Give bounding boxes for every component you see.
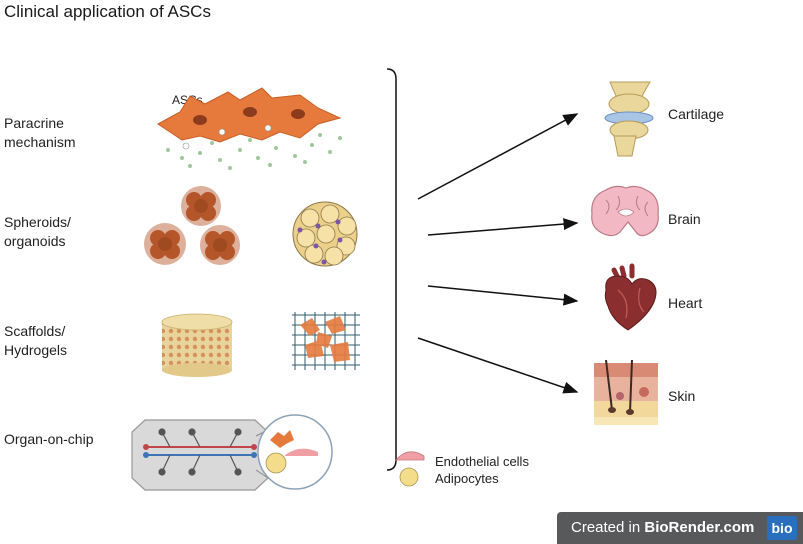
organ-label-skin: Skin: [668, 388, 696, 404]
category-organ-on-chip: Organ-on-chip: [4, 430, 144, 449]
legend-icons: [395, 451, 425, 487]
category-line: organoids: [4, 233, 66, 249]
application-arrows: [417, 113, 579, 394]
category-scaffolds: Scaffolds/ Hydrogels: [4, 322, 144, 360]
heart-icon: [604, 263, 657, 331]
arrow-to-heart: [427, 285, 579, 306]
legend-adipocytes-label: Adipocytes: [435, 471, 499, 486]
category-line: Organ-on-chip: [4, 431, 94, 447]
legend-endothelial-label: Endothelial cells: [435, 454, 529, 469]
figure-title: Clinical application of ASCs: [4, 2, 211, 21]
category-line: Hydrogels: [4, 342, 68, 358]
category-line: mechanism: [4, 134, 76, 150]
category-paracrine: Paracrine mechanism: [4, 114, 144, 152]
arrow-to-brain: [427, 218, 579, 236]
spheroids: [144, 186, 240, 265]
category-line: Paracrine: [4, 115, 64, 131]
arrow-to-cartilage: [417, 113, 579, 200]
badge-text: Created in BioRender.com: [571, 519, 754, 536]
asc-cells: [157, 87, 342, 170]
cartilage-icon: [604, 81, 654, 157]
badge-prefix: Created in: [571, 519, 645, 536]
category-line: Scaffolds/: [4, 323, 66, 339]
grouping-bracket: [386, 68, 397, 471]
adipocyte-icon: [399, 467, 419, 487]
organoid: [292, 201, 358, 267]
arrow-to-skin: [417, 337, 579, 394]
skin-icon: [594, 359, 658, 425]
badge-brand: BioRender.com: [644, 519, 755, 536]
category-spheroids: Spheroids/ organoids: [4, 213, 144, 251]
organ-label-heart: Heart: [668, 295, 703, 311]
endothelial-cell-icon: [395, 451, 425, 461]
organ-label-brain: Brain: [668, 211, 701, 227]
organ-label-cartilage: Cartilage: [668, 106, 725, 122]
hydrogel-mesh: [292, 312, 360, 370]
brain-icon: [591, 185, 659, 237]
biorender-badge[interactable]: Created in BioRender.com bio: [557, 512, 803, 544]
scaffold-cylinder: [161, 313, 233, 377]
biorender-logo-icon: bio: [767, 516, 797, 540]
organ-on-chip-device: [131, 414, 333, 491]
category-line: Spheroids/: [4, 214, 71, 230]
